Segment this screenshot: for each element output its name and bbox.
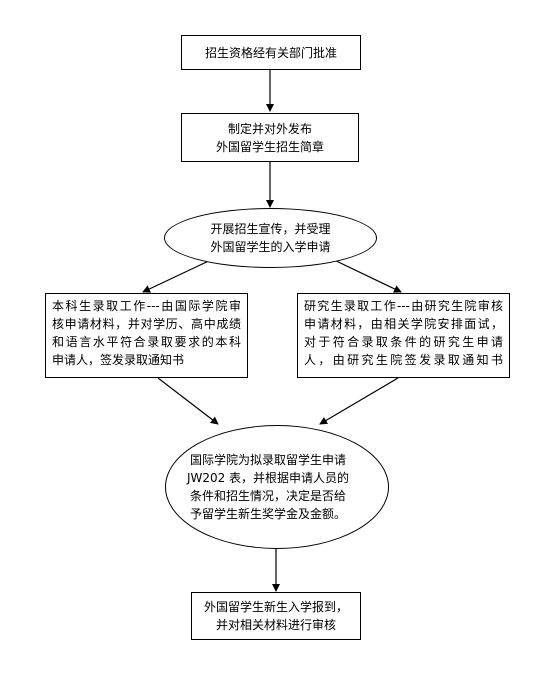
step-publish-line-1: 制定并对外发布: [227, 121, 312, 136]
step-jw202-scholarship-ellipse: 国际学院为拟录取留学生申请 JW202 表，并根据申请人员的 条件和招生情况，决…: [165, 425, 389, 549]
step-approval-line-1: 招生资格经有关部门批准: [204, 45, 337, 60]
step-undergrad-line-1: 本科生录取工作---由国际学院审: [52, 299, 241, 313]
step-promotion-ellipse: 开展招生宣传，并受理 外国留学生的入学申请: [164, 208, 377, 268]
step-grad-line-2: 申请材料，由相关学院安排面试，: [304, 317, 503, 331]
arrow-step3-to-undergrad: [142, 257, 216, 293]
step-enrollment-line-2: 并对相关材料进行审核: [215, 618, 336, 632]
step-undergrad-admission-box: 本科生录取工作---由国际学院审 核申请材料，并对学历、高中成绩 和语言水平符合…: [45, 293, 248, 378]
step-undergrad-line-2: 核申请材料，并对学历、高中成绩: [52, 317, 241, 331]
step-jw202-line-2: JW202 表，并根据申请人员的: [186, 471, 350, 485]
step-grad-admission-box: 研究生录取工作---由研究生院审核 申请材料，由相关学院安排面试， 对于符合录取…: [297, 293, 510, 378]
step-jw202-line-4: 予留学生新生奖学金及金额。: [189, 507, 346, 521]
arrow-step3-to-grad: [329, 257, 402, 293]
step-enrollment-box: 外国留学生新生入学报到， 并对相关材料进行审核: [191, 592, 361, 640]
step-promotion-line-2: 外国留学生的入学申请: [210, 240, 331, 254]
step-undergrad-line-3: 和语言水平符合录取要求的本科: [52, 335, 241, 349]
step-approval-box: 招生资格经有关部门批准: [181, 35, 361, 70]
step-publish-line-2: 外国留学生招生简章: [215, 139, 324, 154]
step-grad-line-1: 研究生录取工作---由研究生院审核: [304, 299, 503, 313]
arrow-grad-to-step5: [319, 377, 399, 425]
step-undergrad-line-4: 申请人，签发录取通知书: [52, 353, 185, 367]
step-publish-brochure-box: 制定并对外发布 外国留学生招生简章: [181, 113, 359, 162]
arrow-undergrad-to-step5: [157, 377, 219, 425]
step-jw202-line-3: 条件和招生情况，决定是否给: [189, 489, 346, 503]
step-grad-line-4: 人，由研究生院签发录取通知书: [304, 353, 503, 367]
step-promotion-line-1: 开展招生宣传，并受理: [210, 222, 331, 236]
step-enrollment-line-1: 外国留学生新生入学报到，: [203, 600, 348, 614]
step-grad-line-3: 对于符合录取条件的研究生申请: [304, 335, 503, 349]
step-jw202-line-1: 国际学院为拟录取留学生申请: [189, 453, 346, 467]
